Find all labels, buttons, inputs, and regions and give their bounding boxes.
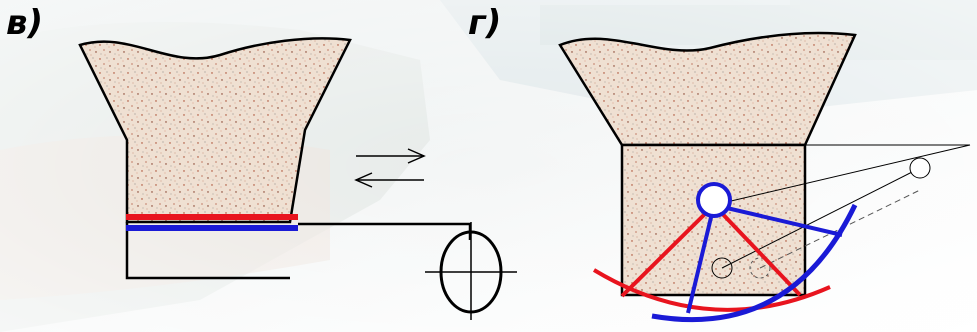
- hopper-left: [78, 37, 352, 224]
- figure-label-right: г): [468, 3, 502, 43]
- eccentric-cam-icon: [425, 222, 517, 320]
- double-horizontal-arrow-icon: [354, 148, 426, 188]
- link-line-2: [721, 167, 921, 269]
- link-joint-upper: [909, 157, 931, 179]
- hopper-right: [558, 31, 857, 147]
- sector-gate-red: [592, 203, 831, 312]
- link-joint-lower-dashed: [749, 257, 771, 279]
- tray-bracket: [125, 222, 290, 280]
- connecting-rod: [298, 222, 472, 240]
- link-joint-lower-solid: [711, 257, 733, 279]
- figure-label-left: в): [6, 3, 44, 43]
- feeder-right: [558, 31, 971, 323]
- feeder-left: [78, 37, 517, 320]
- sector-gate-blue: [651, 203, 858, 323]
- link-line-1: [713, 144, 971, 206]
- pivot-hinge-icon: [696, 182, 732, 218]
